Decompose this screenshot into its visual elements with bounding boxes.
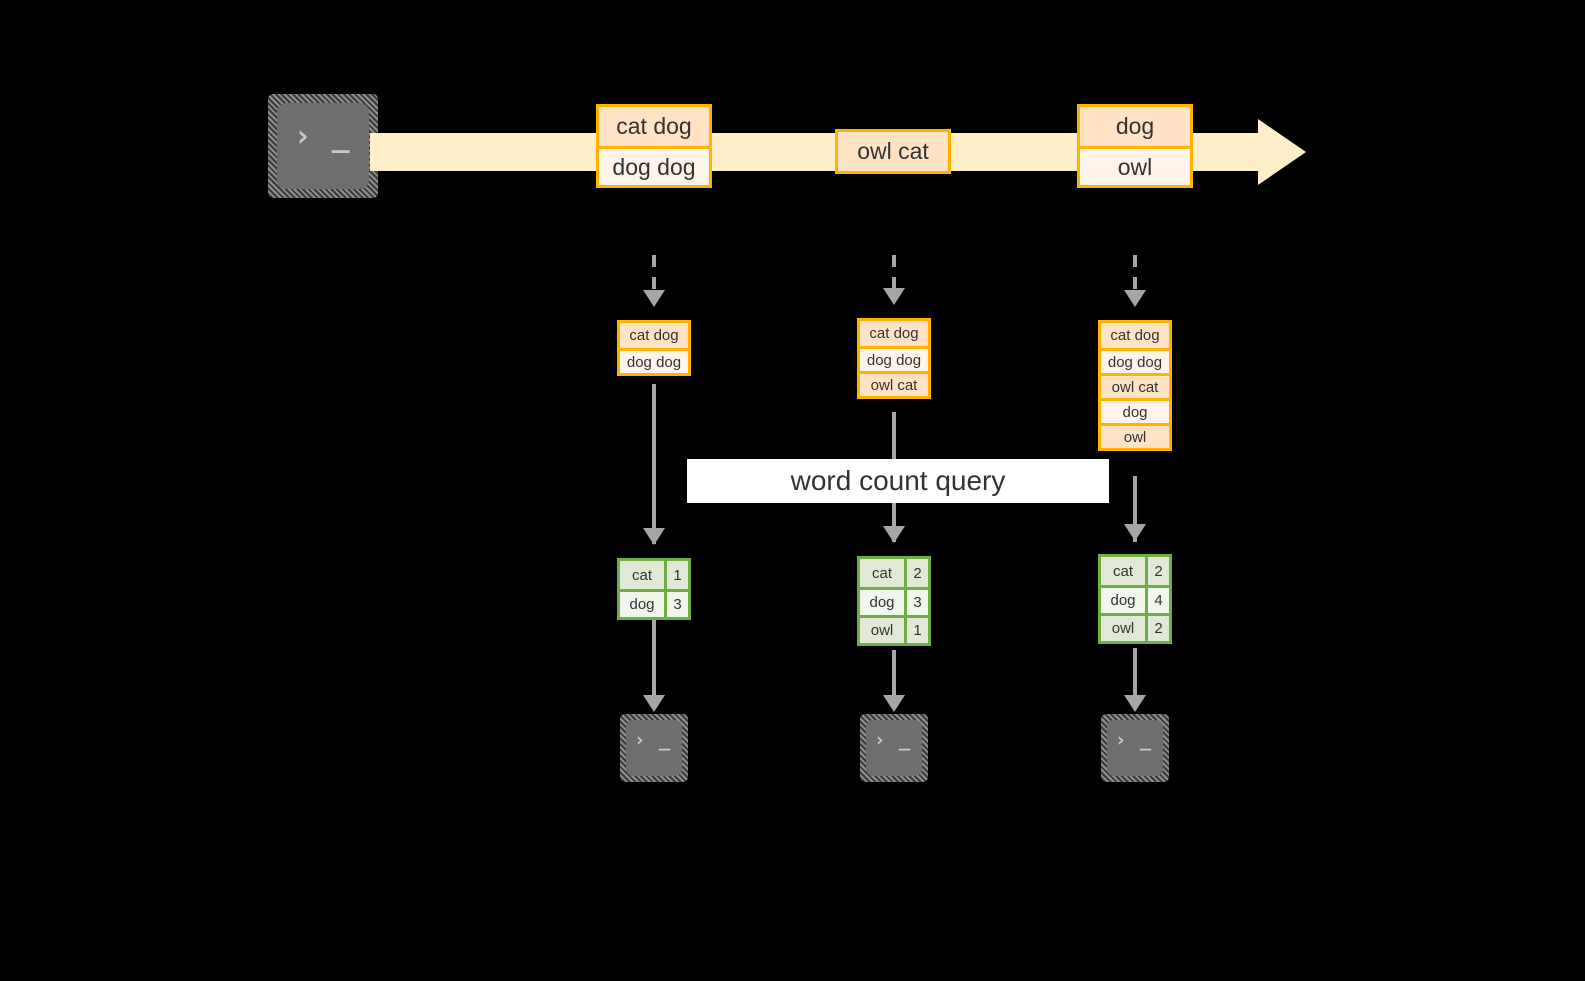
table-row: dog 4 (1101, 585, 1169, 613)
buffer-row: owl cat (1101, 373, 1169, 398)
buffer-row: dog dog (1101, 348, 1169, 373)
result-word: owl (1101, 616, 1145, 641)
result-word: dog (860, 590, 904, 615)
table-row: cat 1 (620, 561, 688, 589)
terminal-screen: › _ (277, 103, 369, 189)
pipeline-2-query-arrowhead-icon (883, 526, 905, 543)
stream-message-row: owl cat (838, 132, 948, 171)
result-word: cat (620, 561, 664, 589)
terminal-screen: › _ (866, 720, 922, 776)
pipeline-1-ingest-arrowhead-icon (643, 290, 665, 307)
pipeline-1-query-arrowhead-icon (643, 528, 665, 545)
table-row: dog 3 (620, 589, 688, 617)
result-count: 2 (1145, 557, 1169, 585)
result-word: cat (1101, 557, 1145, 585)
pipeline-3-sink-arrowhead-icon (1124, 695, 1146, 712)
buffer-row: cat dog (1101, 323, 1169, 348)
stream-message-row: cat dog (599, 107, 709, 146)
terminal-prompt-glyph: › _ (873, 729, 912, 752)
result-count: 2 (904, 559, 928, 587)
pipeline-1-sink-arrowhead-icon (643, 695, 665, 712)
stream-message-1[interactable]: cat dog dog dog (596, 104, 712, 188)
pipeline-3-result-table[interactable]: cat 2 dog 4 owl 2 (1098, 554, 1172, 644)
buffer-row: owl cat (860, 371, 928, 396)
stream-message-row: owl (1080, 146, 1190, 185)
stream-message-2[interactable]: owl cat (835, 129, 951, 174)
pipeline-2-sink-arrowhead-icon (883, 695, 905, 712)
pipeline-1-query-line (652, 384, 656, 544)
source-terminal-icon: › _ (268, 94, 378, 198)
result-count: 3 (664, 592, 688, 617)
stream-arrow-head-icon (1258, 119, 1306, 185)
query-label: word count query (687, 459, 1109, 503)
pipeline-1-sink-line (652, 620, 656, 702)
buffer-row: cat dog (620, 323, 688, 348)
table-row: owl 2 (1101, 613, 1169, 641)
table-row: cat 2 (1101, 557, 1169, 585)
result-count: 4 (1145, 588, 1169, 613)
stream-message-row: dog dog (599, 146, 709, 185)
terminal-prompt-glyph: › _ (293, 118, 351, 154)
pipeline-2-ingest-line (892, 255, 896, 293)
stream-message-row: dog (1080, 107, 1190, 146)
result-count: 2 (1145, 616, 1169, 641)
pipeline-2-result-table[interactable]: cat 2 dog 3 owl 1 (857, 556, 931, 646)
buffer-row: dog (1101, 398, 1169, 423)
terminal-screen: › _ (1107, 720, 1163, 776)
buffer-row: cat dog (860, 321, 928, 346)
pipeline-2-buffer[interactable]: cat dog dog dog owl cat (857, 318, 931, 399)
result-word: cat (860, 559, 904, 587)
pipeline-3-query-line (1133, 476, 1137, 542)
buffer-row: dog dog (860, 346, 928, 371)
result-count: 3 (904, 590, 928, 615)
buffer-row: owl (1101, 423, 1169, 448)
result-count: 1 (904, 618, 928, 643)
terminal-prompt-glyph: › _ (633, 729, 672, 752)
pipeline-3-ingest-line (1133, 255, 1137, 293)
pipeline-2-ingest-arrowhead-icon (883, 288, 905, 305)
pipeline-3-ingest-arrowhead-icon (1124, 290, 1146, 307)
pipeline-1-ingest-line (652, 255, 656, 293)
pipeline-3-sink-line (1133, 648, 1137, 702)
terminal-screen: › _ (626, 720, 682, 776)
table-row: cat 2 (860, 559, 928, 587)
result-count: 1 (664, 561, 688, 589)
pipeline-1-sink-terminal-icon: › _ (620, 714, 688, 782)
buffer-row: dog dog (620, 348, 688, 373)
terminal-prompt-glyph: › _ (1114, 729, 1153, 752)
pipeline-3-buffer[interactable]: cat dog dog dog owl cat dog owl (1098, 320, 1172, 451)
stream-message-3[interactable]: dog owl (1077, 104, 1193, 188)
result-word: dog (620, 592, 664, 617)
pipeline-1-buffer[interactable]: cat dog dog dog (617, 320, 691, 376)
pipeline-1-result-table[interactable]: cat 1 dog 3 (617, 558, 691, 620)
result-word: dog (1101, 588, 1145, 613)
pipeline-3-sink-terminal-icon: › _ (1101, 714, 1169, 782)
table-row: dog 3 (860, 587, 928, 615)
query-label-text: word count query (790, 465, 1006, 496)
pipeline-2-sink-line (892, 650, 896, 702)
result-word: owl (860, 618, 904, 643)
table-row: owl 1 (860, 615, 928, 643)
pipeline-3-query-arrowhead-icon (1124, 524, 1146, 541)
pipeline-2-sink-terminal-icon: › _ (860, 714, 928, 782)
